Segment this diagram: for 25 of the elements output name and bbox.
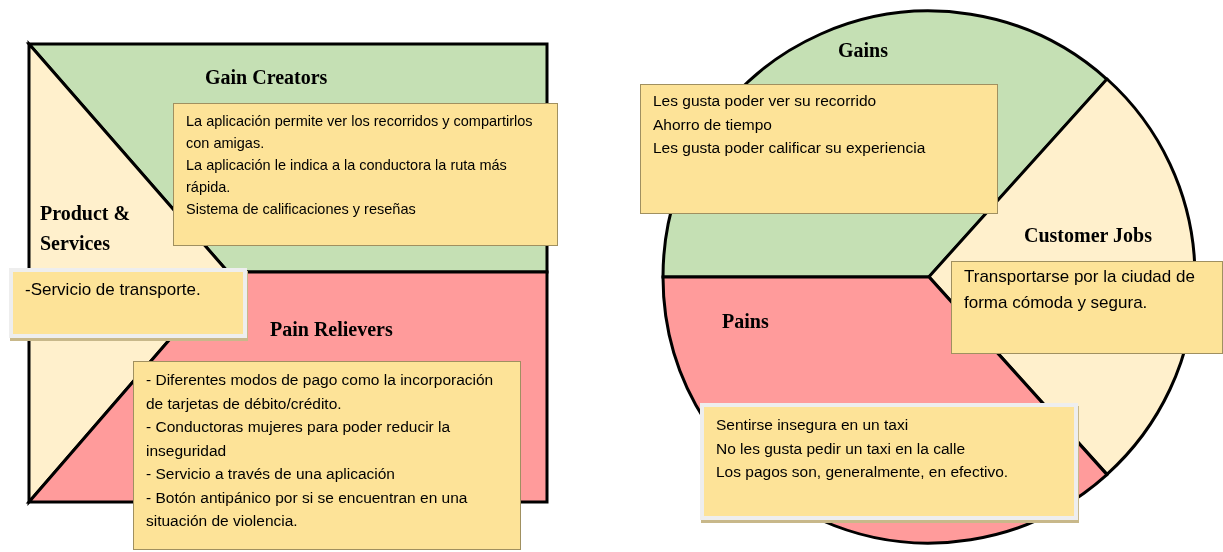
- note-text: Sentirse insegura en un taxi: [716, 415, 910, 435]
- section-heading: Pains: [722, 309, 770, 334]
- section-heading: Gain Creators: [205, 65, 329, 90]
- section-heading: Customer Jobs: [1024, 223, 1153, 248]
- note-text: Les gusta poder calificar su experiencia: [653, 138, 927, 158]
- note-text: Ahorro de tiempo: [653, 114, 773, 135]
- section-heading: Product & Services: [40, 201, 132, 256]
- note-text: Los pagos son, generalmente, en efectivo.: [716, 462, 1010, 482]
- note-text: Sistema de calificaciones y reseñas: [186, 200, 417, 219]
- sticky-note: [640, 84, 998, 214]
- note-text: - Servicio a través de una aplicación: [146, 464, 396, 484]
- section-heading: Pain Relievers: [270, 317, 394, 342]
- note-text: La aplicación le indica a la conductora la ruta más rápida.: [186, 156, 508, 197]
- note-text: - Conductoras mujeres para poder reducir la inseguridad: [146, 417, 452, 461]
- note-text: Transportarse por la ciudad de forma cómoda y segura.: [964, 266, 1196, 314]
- note-text: - Botón antipánico por si se encuentran en una situación de violencia.: [146, 487, 469, 531]
- note-text: -Servicio de transporte.: [25, 279, 202, 301]
- section-heading: Gains: [838, 38, 890, 63]
- note-text: - Diferentes modos de pago como la incorporación de tarjetas de débito/crédito.: [146, 370, 495, 414]
- note-text: No les gusta pedir un taxi en la calle: [716, 438, 966, 459]
- note-text: Les gusta poder ver su recorrido: [653, 91, 878, 111]
- sticky-note: [9, 268, 247, 338]
- note-text: La aplicación permite ver los recorridos y compartirlos con amigas.: [186, 112, 534, 153]
- sticky-note: [951, 261, 1223, 354]
- sticky-note: [133, 361, 521, 550]
